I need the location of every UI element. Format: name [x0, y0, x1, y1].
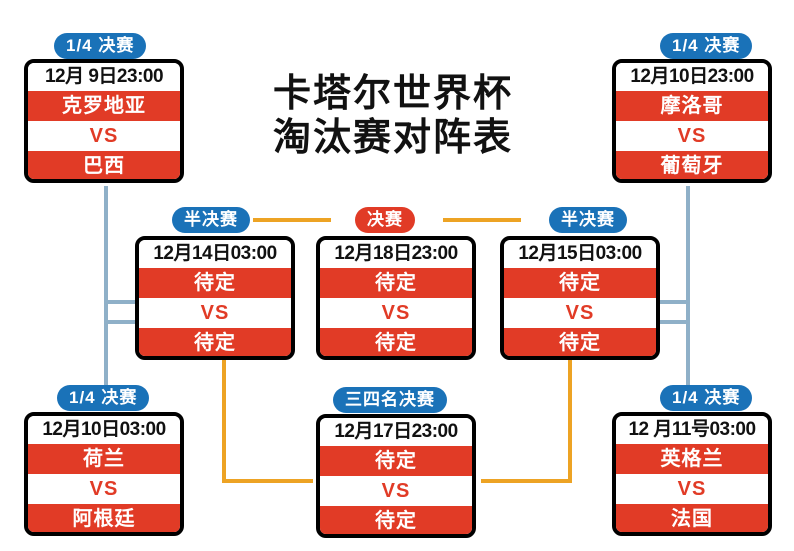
- round-label-qf-bottom-right: 1/4 决赛: [660, 385, 753, 411]
- match-team-1: 克罗地亚: [28, 91, 180, 121]
- match-team-1: 待定: [139, 268, 291, 298]
- match-box-qf-bottom-left[interactable]: 12月10日03:00 荷兰 VS 阿根廷: [24, 412, 184, 536]
- match-team-2: 阿根廷: [28, 504, 180, 532]
- match-vs: VS: [504, 298, 656, 328]
- connector-third-left-vertical: [222, 355, 226, 483]
- round-label-semi-right: 半决赛: [549, 207, 627, 233]
- match-team-2: 葡萄牙: [616, 151, 768, 179]
- connector-qf-bottom-right-vertical: [686, 333, 690, 395]
- match-team-1: 待定: [504, 268, 656, 298]
- round-label-qf-top-left: 1/4 决赛: [54, 33, 147, 59]
- round-label-qf-top-right: 1/4 决赛: [660, 33, 753, 59]
- connector-sf-left-stem-lower: [104, 320, 136, 324]
- match-team-1: 摩洛哥: [616, 91, 768, 121]
- connector-sf-right-stem-lower: [658, 320, 690, 324]
- match-date: 12月18日23:00: [320, 240, 472, 268]
- match-box-final[interactable]: 12月18日23:00 待定 VS 待定: [316, 236, 476, 360]
- round-label-semi-left: 半决赛: [172, 207, 250, 233]
- connector-final-left-horizontal: [253, 218, 331, 222]
- match-date: 12月10日03:00: [28, 416, 180, 444]
- match-vs: VS: [616, 121, 768, 151]
- round-label-final: 决赛: [355, 207, 415, 233]
- connector-qf-top-right-vertical: [686, 186, 690, 333]
- match-vs: VS: [139, 298, 291, 328]
- match-team-2: 待定: [139, 328, 291, 356]
- match-team-2: 巴西: [28, 151, 180, 179]
- match-team-1: 待定: [320, 446, 472, 476]
- title-line-1: 卡塔尔世界杯: [272, 73, 513, 115]
- match-box-third-place[interactable]: 12月17日23:00 待定 VS 待定: [316, 414, 476, 538]
- match-date: 12月 9日23:00: [28, 63, 180, 91]
- match-vs: VS: [616, 474, 768, 504]
- match-date: 12 月11号03:00: [616, 416, 768, 444]
- connector-third-right-horizontal: [481, 479, 572, 483]
- connector-sf-right-stem-upper: [658, 300, 690, 304]
- match-box-qf-top-left[interactable]: 12月 9日23:00 克罗地亚 VS 巴西: [24, 59, 184, 183]
- match-team-2: 法国: [616, 504, 768, 532]
- match-date: 12月17日23:00: [320, 418, 472, 446]
- round-label-qf-bottom-left: 1/4 决赛: [57, 385, 150, 411]
- connector-final-right-horizontal: [443, 218, 521, 222]
- match-team-1: 英格兰: [616, 444, 768, 474]
- match-date: 12月10日23:00: [616, 63, 768, 91]
- match-vs: VS: [320, 298, 472, 328]
- match-box-qf-bottom-right[interactable]: 12 月11号03:00 英格兰 VS 法国: [612, 412, 772, 536]
- match-box-qf-top-right[interactable]: 12月10日23:00 摩洛哥 VS 葡萄牙: [612, 59, 772, 183]
- match-date: 12月15日03:00: [504, 240, 656, 268]
- connector-sf-left-stem-upper: [104, 300, 136, 304]
- match-box-semi-right[interactable]: 12月15日03:00 待定 VS 待定: [500, 236, 660, 360]
- connector-third-right-vertical: [568, 355, 572, 483]
- match-team-1: 待定: [320, 268, 472, 298]
- match-date: 12月14日03:00: [139, 240, 291, 268]
- connector-third-left-horizontal: [222, 479, 313, 483]
- match-team-2: 待定: [320, 328, 472, 356]
- match-team-2: 待定: [320, 506, 472, 534]
- match-box-semi-left[interactable]: 12月14日03:00 待定 VS 待定: [135, 236, 295, 360]
- round-label-third-place: 三四名决赛: [333, 387, 447, 413]
- match-vs: VS: [320, 476, 472, 506]
- title-line-2: 淘汰赛对阵表: [272, 117, 513, 159]
- match-vs: VS: [28, 121, 180, 151]
- match-team-1: 荷兰: [28, 444, 180, 474]
- connector-qf-bottom-left-vertical: [104, 333, 108, 395]
- match-team-2: 待定: [504, 328, 656, 356]
- page-title: 卡塔尔世界杯 淘汰赛对阵表: [243, 72, 543, 160]
- match-vs: VS: [28, 474, 180, 504]
- connector-qf-top-left-vertical: [104, 186, 108, 333]
